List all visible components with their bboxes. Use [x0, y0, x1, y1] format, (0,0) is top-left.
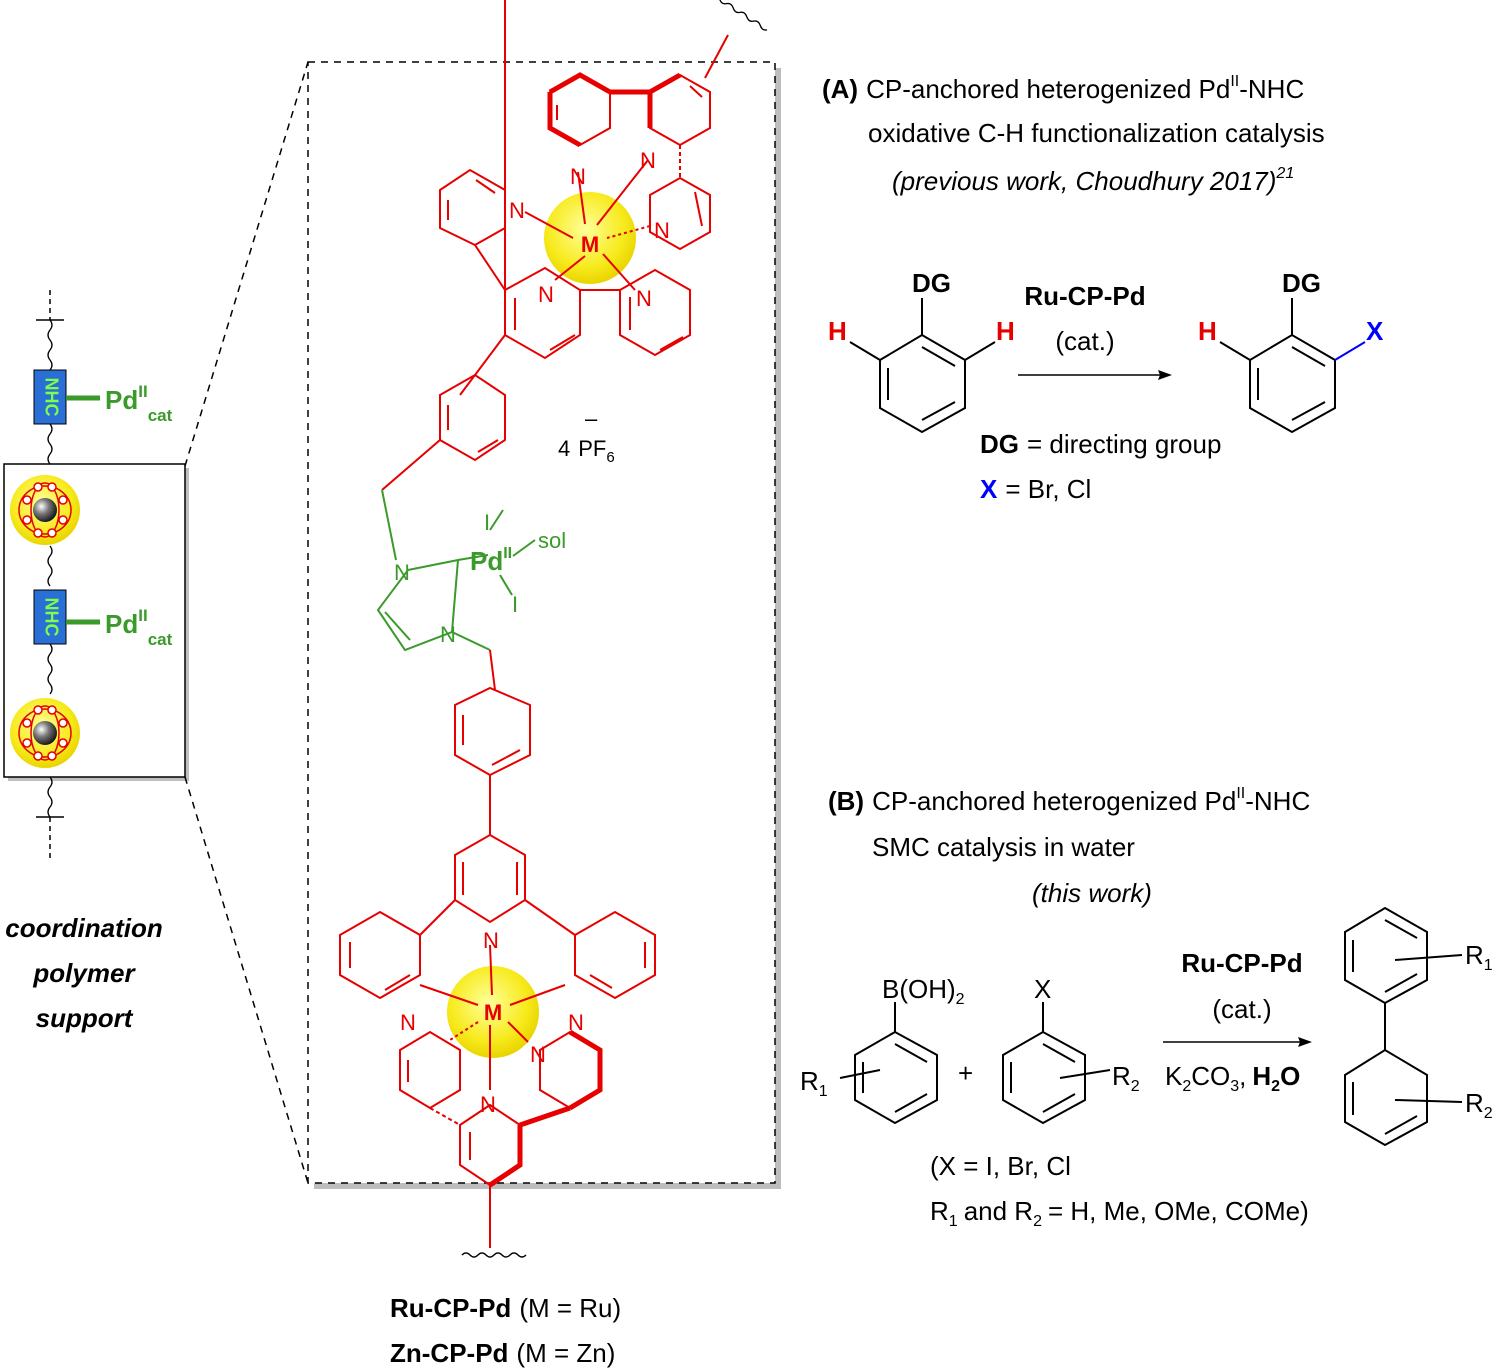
panel-b-title-2: SMC catalysis in water: [872, 832, 1135, 862]
metal-sphere-bottom: [447, 966, 539, 1058]
n-label: N: [538, 282, 554, 307]
dg-label: DG: [912, 268, 951, 298]
benzene-product: [1249, 333, 1336, 434]
zoom-line-top: [184, 61, 309, 467]
n-label: N: [636, 286, 652, 311]
n-label: N: [654, 218, 670, 243]
support-caption-2: polymer: [32, 958, 136, 988]
h-label: H: [996, 316, 1015, 346]
nhc-block-2: [33, 589, 67, 645]
h-label: H: [1198, 316, 1217, 346]
support-caption-1: coordination: [5, 913, 162, 943]
r1-label: R1: [800, 1066, 828, 1100]
support-caption-3: support: [36, 1003, 134, 1033]
n-label: N: [400, 1010, 416, 1035]
dg-definition: DG= directing group: [980, 429, 1221, 459]
panel-b: (B)CP-anchored heterogenized PdII-NHC SM…: [800, 785, 1493, 1230]
product-r1-label: R1: [1465, 940, 1493, 974]
product-r2-label: R2: [1465, 1088, 1493, 1122]
solvent-label: sol: [538, 528, 566, 553]
base-solvent-label: K2CO3,H2O: [1165, 1061, 1300, 1095]
x-halide-label: X: [1034, 974, 1051, 1004]
panel-a-title-2: oxidative C-H functionalization catalysi…: [868, 118, 1325, 148]
counterion-charge: –: [585, 406, 598, 431]
biphenyl-ring-bottom: [1344, 1048, 1428, 1147]
panel-a: (A)CP-anchored heterogenized PdII-NHC ox…: [822, 73, 1384, 504]
polymer-support: NHC PdIIcat NHC PdIIcat: [3, 290, 189, 1033]
dg-label: DG: [1282, 268, 1321, 298]
metal-label-bottom: M: [484, 1000, 502, 1025]
reagent-b: Ru-CP-Pd: [1181, 948, 1302, 978]
iodide-label: I: [512, 592, 518, 617]
n-label: N: [640, 148, 656, 173]
n-label: N: [530, 1042, 546, 1067]
pd-cat-label-2: PdIIcat: [105, 606, 173, 649]
metal-sphere-top: [544, 192, 636, 284]
n-label: N: [568, 1010, 584, 1035]
r2-label: R2: [1112, 1061, 1140, 1095]
n-label: N: [480, 1092, 496, 1117]
h-label: H: [828, 316, 847, 346]
legend-ru: Ru-CP-Pd(M = Ru): [390, 1293, 621, 1323]
benzene-reactant: [879, 333, 966, 434]
n-label: N: [509, 198, 525, 223]
panel-a-title-1: (A)CP-anchored heterogenized PdII-NHC: [822, 73, 1304, 104]
n-label: N: [440, 622, 456, 647]
scope-x: (X = I, Br, Cl: [930, 1151, 1071, 1181]
iodide-label: I: [484, 510, 490, 535]
molecular-structure: M M N N N N N N N N N N N N N PdII I I s…: [339, 0, 768, 1258]
x-definition: X= Br, Cl: [980, 474, 1091, 504]
cond-b: (cat.): [1212, 994, 1271, 1024]
boronic-label: B(OH)2: [882, 974, 965, 1008]
metal-node-2: [10, 698, 80, 768]
metal-label-top: M: [581, 232, 599, 257]
panel-b-title-3: (this work): [1032, 878, 1152, 908]
pd-cat-label-1: PdIIcat: [105, 382, 173, 425]
panel-a-title-3: (previous work, Choudhury 2017)21: [892, 165, 1294, 196]
panel-b-title-1: (B)CP-anchored heterogenized PdII-NHC: [828, 785, 1310, 816]
metal-node-1: [10, 475, 80, 545]
nhc-label-2: NHC: [41, 598, 61, 637]
x-label: X: [1366, 316, 1384, 346]
n-label: N: [483, 928, 499, 953]
pd-center-label: PdII: [470, 545, 512, 576]
reagent-a: Ru-CP-Pd: [1024, 281, 1145, 311]
n-label: N: [570, 164, 586, 189]
plus-sign: +: [958, 1058, 973, 1088]
cond-a: (cat.): [1055, 326, 1114, 356]
legend-zn: Zn-CP-Pd(M = Zn): [390, 1338, 615, 1368]
n-label: N: [394, 560, 410, 585]
biphenyl-ring-top: [1344, 906, 1428, 1005]
zoom-line-bottom: [184, 776, 309, 1184]
nhc-label-1: NHC: [41, 378, 61, 417]
